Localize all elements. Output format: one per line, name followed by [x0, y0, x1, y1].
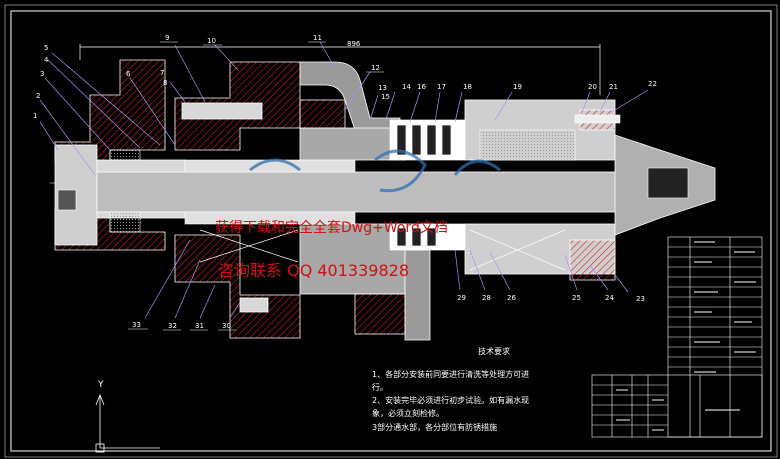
- callout-29: 29: [457, 294, 466, 302]
- callout-23: 23: [636, 295, 645, 303]
- central-body-upper: [299, 127, 406, 161]
- title-block: [591, 236, 763, 438]
- leader-lines: [39, 41, 649, 319]
- main-shaft: [96, 171, 618, 213]
- watermark-line-1-text: 全套Dwg+Word文档: [313, 220, 448, 236]
- callout-12: 12: [371, 64, 380, 72]
- top-dimension-value: 896: [347, 40, 361, 48]
- flange-lower: [174, 234, 301, 339]
- callout-labels: 1 2 3 4 5 6 7 8 9 10 11 12 13 14 15 16 1…: [33, 34, 657, 330]
- logo-mark: [249, 149, 501, 193]
- callout-18: 18: [463, 83, 472, 91]
- callout-3: 3: [40, 70, 44, 78]
- callout-28: 28: [482, 294, 491, 302]
- watermark-line-2-text: 联系 QQ 401339828: [250, 261, 409, 280]
- callout-15: 15: [381, 93, 390, 101]
- watermark-line-2: 咨询联系 QQ 401339828: [218, 257, 409, 281]
- watermark-line-2-prefix: 咨询: [218, 261, 251, 280]
- watermark-line-1: 获得下载和完全全套Dwg+Word文档: [215, 217, 448, 237]
- note-line-3: 2、安装完毕必须进行初步试验。如有漏水现: [372, 396, 530, 405]
- callout-14: 14: [402, 83, 411, 91]
- ucs-axis-icon: [95, 393, 160, 453]
- callout-13: 13: [378, 84, 387, 92]
- callout-26: 26: [507, 294, 516, 302]
- note-line-1: 1、各部分安装前同要进行清洗等处理方可进: [372, 370, 530, 379]
- callout-20: 20: [588, 83, 597, 91]
- seal-group: [389, 119, 466, 251]
- top-dimension: [79, 44, 601, 95]
- callout-25: 25: [572, 294, 581, 302]
- callout-5: 5: [44, 44, 48, 52]
- notes-title: 技术要求: [478, 347, 510, 356]
- note-line-4: 象，必须立刻检修。: [372, 409, 444, 418]
- callout-24: 24: [605, 294, 614, 302]
- callout-22: 22: [648, 80, 657, 88]
- watermark-line-1-prefix: 获得下载和完全: [215, 220, 313, 236]
- callout-4: 4: [44, 56, 49, 64]
- callout-10: 10: [207, 37, 216, 45]
- note-line-5: 3部分通水部，各分部位有防锈措施: [372, 423, 498, 432]
- callout-17: 17: [437, 83, 446, 91]
- callout-6: 6: [126, 70, 131, 78]
- callout-31: 31: [195, 322, 204, 330]
- callout-32: 32: [168, 322, 177, 330]
- callout-9: 9: [165, 34, 169, 42]
- callout-8: 8: [163, 79, 167, 87]
- callout-33: 33: [132, 321, 141, 329]
- callout-21: 21: [609, 83, 618, 91]
- callout-7: 7: [160, 69, 164, 77]
- drawing-frame: [10, 10, 772, 452]
- callout-16: 16: [417, 83, 426, 91]
- callout-2: 2: [36, 92, 40, 100]
- axis-y-label: Y: [97, 380, 104, 390]
- callout-1: 1: [33, 112, 37, 120]
- central-body-lower: [299, 223, 406, 295]
- callout-11: 11: [313, 34, 322, 42]
- callout-30: 30: [222, 322, 231, 330]
- callout-19: 19: [513, 83, 522, 91]
- note-line-2: 行。: [372, 383, 388, 392]
